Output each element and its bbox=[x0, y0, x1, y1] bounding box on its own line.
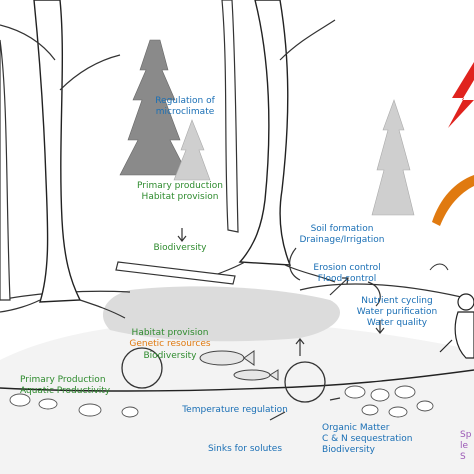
left-tree-trunk bbox=[33, 0, 82, 303]
riverbed-line bbox=[0, 369, 474, 392]
label-aquatic-productivity: Primary Production Aquatic Productivity bbox=[20, 375, 111, 396]
light-conifer-left bbox=[173, 119, 211, 181]
edge-tree-trunk bbox=[0, 39, 11, 301]
label-habitat-provision-stream: Habitat provision bbox=[131, 328, 209, 338]
fish-icon-2 bbox=[233, 369, 271, 381]
label-cut-off-right: Sp le S bbox=[460, 430, 472, 462]
label-organic-matter: Organic Matter C & N sequestration Biodi… bbox=[322, 423, 413, 455]
left-tree-branch-2 bbox=[59, 54, 121, 91]
label-temperature-regulation: Temperature regulation bbox=[182, 405, 288, 415]
right-tree-trunk bbox=[238, 0, 292, 266]
flow-arrows bbox=[177, 228, 385, 421]
river-water bbox=[102, 286, 340, 342]
label-biodiversity-top: Biodiversity bbox=[153, 243, 207, 253]
central-tree-trunk bbox=[221, 0, 239, 233]
label-nutrient-cycling: Nutrient cycling Water purification Wate… bbox=[356, 296, 438, 328]
hand-icon bbox=[429, 263, 449, 271]
left-tree-roots bbox=[0, 299, 126, 319]
magnifier-aquatic-icon bbox=[121, 347, 163, 389]
lightning-bolt-icon bbox=[448, 62, 474, 128]
river-bed bbox=[0, 321, 474, 474]
label-soil-formation: Soil formation Drainage/Irrigation bbox=[299, 224, 385, 245]
left-tree-branch bbox=[0, 24, 56, 61]
label-regulation-microclimate: Regulation of microclimate bbox=[155, 96, 215, 117]
label-primary-production: Primary production Habitat provision bbox=[137, 181, 223, 202]
right-tree-branch bbox=[279, 19, 336, 61]
label-erosion-control: Erosion control Flood control bbox=[313, 263, 381, 284]
person-figure bbox=[439, 293, 474, 359]
label-sinks-for-solutes: Sinks for solutes bbox=[207, 444, 283, 454]
fallen-log bbox=[115, 261, 236, 285]
magnifier-invertebrate-icon bbox=[284, 361, 326, 403]
riverbed-stones bbox=[9, 385, 434, 418]
label-biodiversity-stream: Biodiversity bbox=[143, 351, 197, 361]
light-conifer-right bbox=[371, 99, 415, 216]
label-genetic-resources: Genetic resources bbox=[129, 339, 211, 349]
sun-arc-icon bbox=[432, 175, 474, 226]
